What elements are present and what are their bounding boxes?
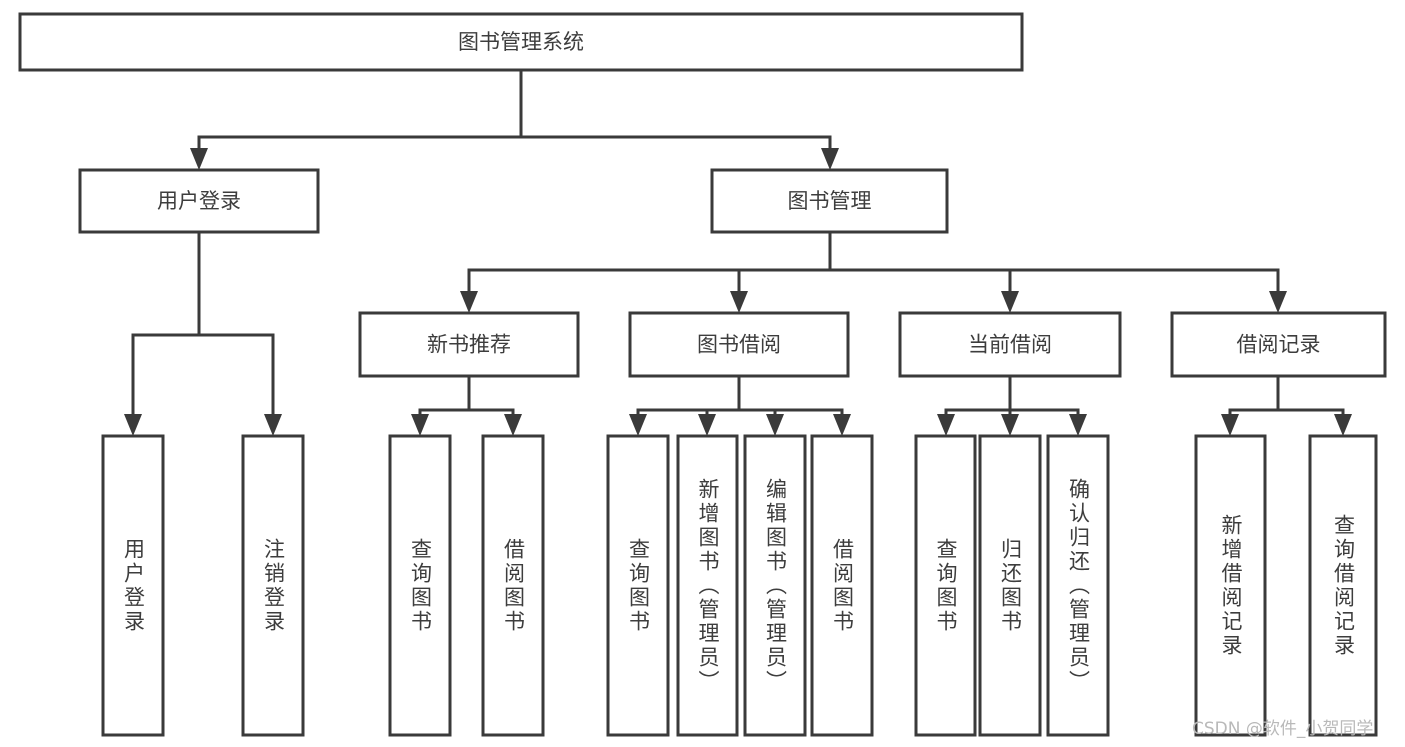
- node-leaf-7[interactable]: [810, 434, 874, 737]
- arrow-head-icon: [1001, 291, 1019, 313]
- node-level2-2[interactable]: [898, 311, 1122, 378]
- node-level2-3[interactable]: [1170, 311, 1387, 378]
- node-level2-label-3: 借阅记录: [1237, 333, 1321, 357]
- arrow-head-icon: [937, 414, 955, 436]
- arrow-head-icon: [730, 291, 748, 313]
- arrow-head-icon: [190, 148, 208, 170]
- node-level2-label-1: 图书借阅: [697, 333, 781, 357]
- node-level2-0[interactable]: [358, 311, 580, 378]
- node-level2-label-0: 新书推荐: [427, 333, 511, 357]
- node-root-图书管理系统[interactable]: [18, 12, 1024, 72]
- node-root-label: 图书管理系统: [458, 30, 584, 54]
- arrow-head-icon: [766, 414, 784, 436]
- arrow-head-icon: [264, 414, 282, 436]
- arrow-head-icon: [504, 414, 522, 436]
- arrow-head-icon: [698, 414, 716, 436]
- arrow-head-icon: [833, 414, 851, 436]
- node-level1-label-0: 用户登录: [157, 189, 241, 213]
- node-leaf-12[interactable]: [1308, 434, 1378, 737]
- watermark-text: CSDN @软件_小贺同学: [1192, 719, 1374, 739]
- connector-lines: [124, 68, 1352, 436]
- node-level2-label-2: 当前借阅: [968, 333, 1052, 357]
- node-boxes: [18, 12, 1387, 737]
- node-leaf-0[interactable]: [101, 434, 165, 737]
- node-leaf-11[interactable]: [1194, 434, 1267, 737]
- arrow-head-icon: [1334, 414, 1352, 436]
- node-leaf-8[interactable]: [914, 434, 977, 737]
- node-level2-1[interactable]: [628, 311, 850, 378]
- arrow-head-icon: [411, 414, 429, 436]
- node-leaf-2[interactable]: [388, 434, 452, 737]
- arrow-head-icon: [1001, 414, 1019, 436]
- node-leaf-3[interactable]: [481, 434, 545, 737]
- arrow-head-icon: [629, 414, 647, 436]
- node-leaf-10[interactable]: [1046, 434, 1110, 737]
- arrow-head-icon: [821, 148, 839, 170]
- node-leaf-4[interactable]: [606, 434, 670, 737]
- arrow-head-icon: [460, 291, 478, 313]
- node-leaf-9[interactable]: [978, 434, 1042, 737]
- node-level1-0[interactable]: [78, 168, 320, 234]
- arrow-head-icon: [1269, 291, 1287, 313]
- arrow-head-icon: [1221, 414, 1239, 436]
- node-leaf-5[interactable]: [676, 434, 739, 737]
- arrow-head-icon: [1069, 414, 1087, 436]
- node-leaf-1[interactable]: [241, 434, 305, 737]
- node-level1-1[interactable]: [710, 168, 949, 234]
- node-level1-label-1: 图书管理: [788, 189, 872, 213]
- node-leaf-6[interactable]: [743, 434, 807, 737]
- arrow-head-icon: [124, 414, 142, 436]
